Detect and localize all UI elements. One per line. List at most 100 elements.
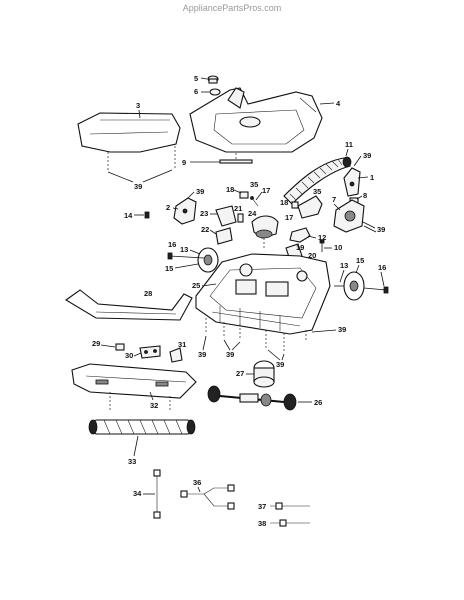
part-34-wire[interactable] [153, 469, 161, 519]
part-17-spring[interactable] [250, 196, 259, 207]
callout-32: 32 [150, 401, 158, 410]
leader-13 [339, 269, 345, 283]
callout-21: 21 [234, 204, 242, 213]
part-27-pulley[interactable] [253, 360, 275, 388]
callout-13: 13 [180, 245, 188, 254]
part-22-block[interactable] [215, 227, 233, 245]
leader-32 [149, 391, 154, 401]
callout-23: 23 [200, 209, 208, 218]
callout-35: 35 [250, 180, 258, 189]
part-32-brush-housing[interactable] [71, 363, 197, 412]
callout-37: 37 [258, 502, 266, 511]
part-23-lever[interactable] [215, 205, 237, 227]
callout-35: 35 [313, 187, 321, 196]
part-37-wire[interactable] [270, 502, 310, 510]
callout-18: 18 [226, 185, 234, 194]
callout-6: 6 [194, 87, 198, 96]
part-24-motor[interactable] [251, 215, 279, 250]
part-2-bracket[interactable] [173, 197, 197, 225]
callout-39: 39 [363, 151, 371, 160]
part-25-base[interactable] [195, 253, 331, 352]
callout-13: 13 [340, 261, 348, 270]
part-33-brushroll[interactable] [88, 419, 196, 435]
callout-15: 15 [356, 256, 364, 265]
callout-20: 20 [308, 251, 316, 260]
callout-9: 9 [182, 158, 186, 167]
part-13-wheel-left[interactable] [197, 247, 219, 273]
leader-39 [107, 171, 134, 183]
part-3-top-cover[interactable] [77, 112, 181, 170]
callout-39: 39 [134, 182, 142, 191]
leader-13 [189, 249, 201, 255]
callout-3: 3 [136, 101, 140, 110]
callout-39: 39 [377, 225, 385, 234]
part-28-bumper[interactable] [64, 289, 193, 321]
leader-39 [202, 335, 207, 351]
callout-39: 39 [198, 350, 206, 359]
leader-39 [281, 353, 285, 361]
leader-15 [355, 264, 360, 274]
leader-18 [233, 189, 242, 194]
part-16-axle-right[interactable] [363, 286, 389, 294]
part-7-switch-housing[interactable] [333, 199, 365, 233]
part-4-hood[interactable] [189, 87, 323, 153]
part-36-harness[interactable] [180, 484, 235, 510]
callout-16: 16 [378, 263, 386, 272]
part-21-pin[interactable] [237, 213, 244, 223]
leader-7 [333, 203, 341, 211]
part-38-wire[interactable] [270, 519, 310, 527]
part-6-clip[interactable] [209, 88, 221, 96]
callout-26: 26 [314, 398, 322, 407]
leader-39 [142, 169, 173, 183]
part-12-bracket[interactable] [289, 227, 311, 243]
part-11-hose[interactable] [283, 156, 352, 205]
callout-39: 39 [226, 350, 234, 359]
callout-38: 38 [258, 519, 266, 528]
part-14-screw[interactable] [144, 211, 150, 219]
callout-14: 14 [124, 211, 133, 220]
part-29-clip[interactable] [115, 343, 125, 351]
callout-17: 17 [285, 213, 293, 222]
leader-25 [201, 283, 217, 287]
callout-29: 29 [92, 339, 100, 348]
part-30-bracket[interactable] [139, 345, 161, 359]
callout-27: 27 [236, 369, 244, 378]
leader-39 [267, 349, 281, 361]
callout-18: 18 [280, 198, 288, 207]
leader-1 [357, 176, 369, 179]
callout-28: 28 [144, 289, 152, 298]
leader-2 [172, 207, 179, 210]
callout-5: 5 [194, 74, 198, 83]
callout-25: 25 [192, 281, 200, 290]
part-9-latch[interactable] [219, 153, 253, 164]
part-18-stop[interactable] [239, 191, 249, 199]
part-18-stop-right[interactable] [291, 201, 299, 209]
leader-11 [345, 148, 349, 157]
watermark: AppliancePartsPros.com [182, 3, 282, 13]
callout-39: 39 [196, 187, 204, 196]
leader-4 [319, 102, 335, 105]
part-26-agitator-shaft[interactable] [207, 385, 297, 411]
part-15-wheel-right[interactable] [343, 271, 365, 301]
leader-39 [363, 225, 377, 233]
leader-16 [380, 271, 385, 287]
callout-10: 10 [334, 243, 342, 252]
callout-8: 8 [363, 191, 367, 200]
part-5-knob[interactable] [207, 75, 219, 84]
part-35-cover[interactable] [297, 195, 323, 219]
leader-30 [133, 352, 142, 357]
part-31-bracket[interactable] [169, 347, 183, 363]
callout-33: 33 [128, 457, 136, 466]
callout-19: 19 [296, 243, 304, 252]
callout-34: 34 [133, 489, 142, 498]
leader-39 [362, 221, 376, 229]
part-16-axle-left[interactable] [167, 252, 205, 260]
leader-39 [311, 329, 337, 333]
leader-8 [356, 195, 363, 200]
callout-36: 36 [193, 478, 201, 487]
part-1-bracket[interactable] [343, 167, 361, 197]
part-10-screw[interactable] [319, 239, 325, 252]
callout-39: 39 [338, 325, 346, 334]
leader-39 [187, 191, 195, 199]
callout-12: 12 [318, 233, 326, 242]
